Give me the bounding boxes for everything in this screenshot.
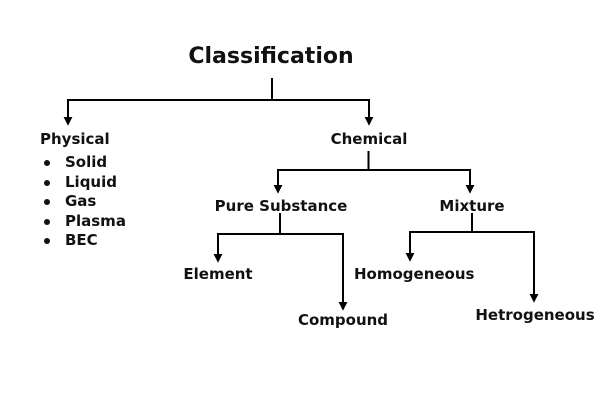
node-hetrogeneous: Hetrogeneous xyxy=(475,306,595,324)
connector-chemical-pure-substance xyxy=(273,169,369,194)
node-mixture: Mixture xyxy=(439,197,505,215)
connector-pure-substance-compound xyxy=(280,233,348,311)
bullet-icon xyxy=(44,238,50,245)
list-item-gas: Gas xyxy=(40,192,126,212)
connector-classification-physical xyxy=(63,99,272,126)
connector-pure-substance-element xyxy=(213,233,280,263)
bullet-icon xyxy=(44,199,50,206)
connector-classification-chemical xyxy=(272,99,374,126)
node-chemical: Chemical xyxy=(330,130,408,148)
list-item-solid: Solid xyxy=(40,153,126,173)
bullet-icon xyxy=(44,179,50,186)
bullet-icon xyxy=(44,160,50,166)
connector-mixture-homogeneous xyxy=(405,231,472,262)
list-item-label: Liquid xyxy=(65,172,117,191)
list-item-label: Plasma xyxy=(65,211,126,230)
list-item-plasma: Plasma xyxy=(40,212,126,232)
list-item-label: Solid xyxy=(65,153,108,171)
list-item-bec: BEC xyxy=(40,231,126,251)
list-item-liquid: Liquid xyxy=(40,173,126,193)
bullet-icon xyxy=(44,218,50,225)
node-element: Element xyxy=(183,265,253,283)
connector-mixture-hetrogeneous xyxy=(472,231,539,303)
node-physical: Physical xyxy=(40,130,110,148)
connector-chemical-mixture xyxy=(368,169,475,194)
list-item-label: BEC xyxy=(65,231,98,250)
node-homogeneous: Homogeneous xyxy=(354,265,475,283)
node-compound: Compound xyxy=(297,311,389,329)
root-node-classification: Classification xyxy=(188,44,354,69)
list-item-label: Gas xyxy=(65,192,97,211)
node-pure-substance: Pure Substance xyxy=(214,197,348,215)
physical-states-list: Solid Liquid Gas Plasma BEC xyxy=(40,153,126,251)
